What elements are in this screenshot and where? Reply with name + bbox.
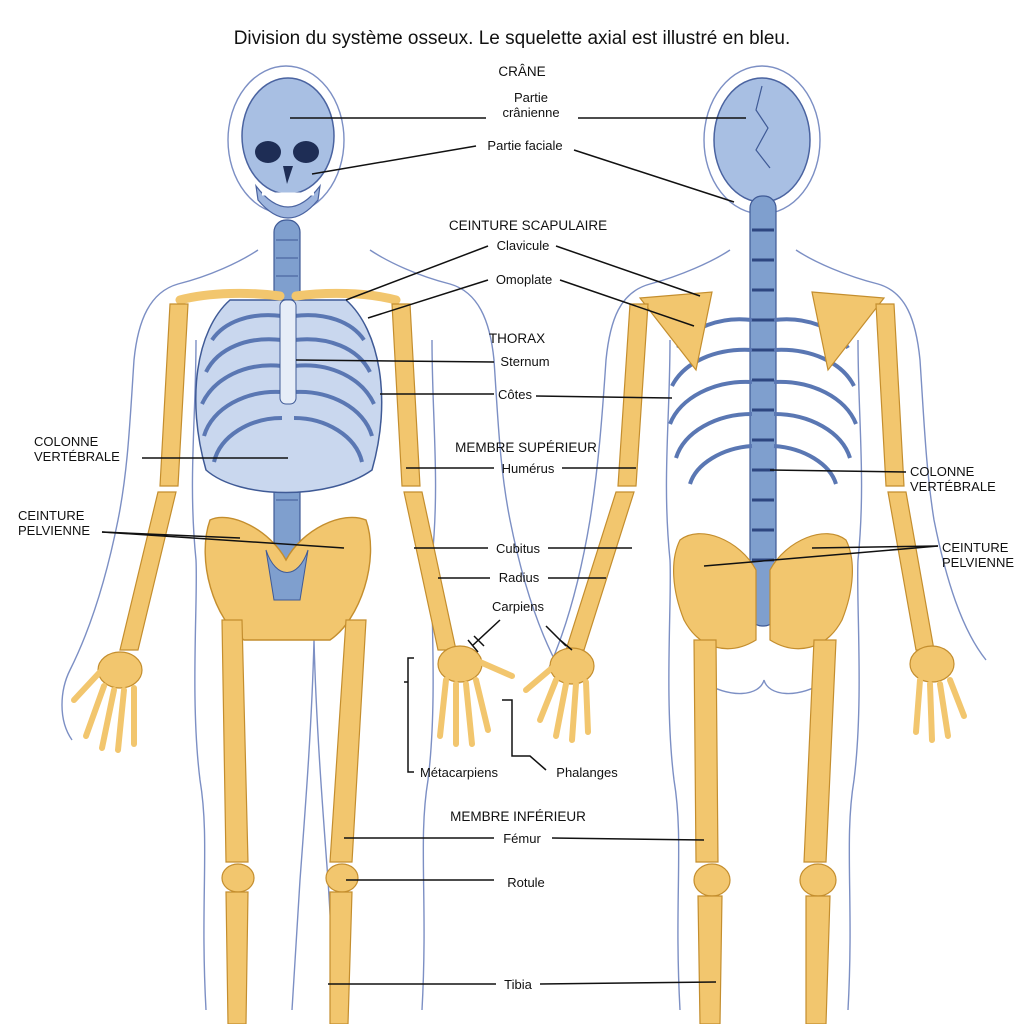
label-femur: Fémur xyxy=(503,831,541,846)
label-clavicule: Clavicule xyxy=(496,238,550,253)
label-metacarpiens: Métacarpiens xyxy=(419,765,499,780)
back-forearm-right xyxy=(887,491,935,651)
front-body-outline xyxy=(61,249,561,1011)
front-femur-left xyxy=(221,619,249,863)
label-colonne-vertebrale-back: COLONNE VERTÉBRALE xyxy=(910,464,996,494)
label-sternum: Sternum xyxy=(500,354,550,369)
label-phalanges: Phalanges xyxy=(556,765,618,780)
label-tibia: Tibia xyxy=(504,977,532,992)
label-cotes: Côtes xyxy=(498,387,532,402)
front-humerus-left xyxy=(159,303,189,487)
front-tibia-left xyxy=(225,891,249,1024)
label-membre-inferieur: MEMBRE INFÉRIEUR xyxy=(450,809,586,824)
front-mandible xyxy=(255,183,321,219)
label-colonne-vertebrale-front: COLONNE VERTÉBRALE xyxy=(34,434,120,464)
front-skeleton xyxy=(61,65,561,1024)
front-patella-left xyxy=(221,863,255,893)
label-cubitus: Cubitus xyxy=(495,541,541,556)
front-patella-right xyxy=(325,863,359,893)
leader-lines xyxy=(101,117,939,985)
front-humerus-right xyxy=(391,303,421,487)
label-crane: CRÂNE xyxy=(498,64,546,79)
label-omoplate: Omoplate xyxy=(495,272,553,287)
back-scapula-left xyxy=(638,291,713,372)
back-humerus-left xyxy=(617,303,649,487)
back-femur-right xyxy=(803,639,837,863)
diagram-title: Division du système osseux. Le squelette… xyxy=(233,28,791,49)
label-ceinture-scapulaire: CEINTURE SCAPULAIRE xyxy=(448,218,608,233)
back-femur-left xyxy=(693,639,719,863)
front-sternum xyxy=(279,299,297,405)
back-forearm-left xyxy=(565,491,635,651)
label-humerus: Humérus xyxy=(501,461,555,476)
label-thorax: THORAX xyxy=(488,331,546,346)
back-pelvis xyxy=(673,533,757,650)
front-clavicle-left xyxy=(175,288,285,305)
label-membre-superieur: MEMBRE SUPÉRIEUR xyxy=(455,440,597,455)
label-rotule: Rotule xyxy=(507,875,545,890)
label-partie-faciale: Partie faciale xyxy=(487,138,563,153)
front-tibia-right xyxy=(329,891,353,1024)
front-femur-right xyxy=(329,619,367,863)
back-humerus-right xyxy=(875,303,905,487)
back-skeleton xyxy=(523,65,987,1024)
back-scapula-right xyxy=(811,291,886,372)
label-radius: Radius xyxy=(498,570,540,585)
label-partie-cranienne: Partie crânienne xyxy=(502,90,560,120)
front-forearm-left xyxy=(119,491,177,651)
label-ceinture-pelvienne-front: CEINTURE PELVIENNE xyxy=(18,508,91,538)
front-forearm-right xyxy=(403,491,457,651)
label-carpiens: Carpiens xyxy=(491,599,545,614)
back-body-outline xyxy=(547,249,987,1011)
label-ceinture-pelvienne-back: CEINTURE PELVIENNE xyxy=(942,540,1015,570)
front-clavicle-right xyxy=(291,288,401,305)
